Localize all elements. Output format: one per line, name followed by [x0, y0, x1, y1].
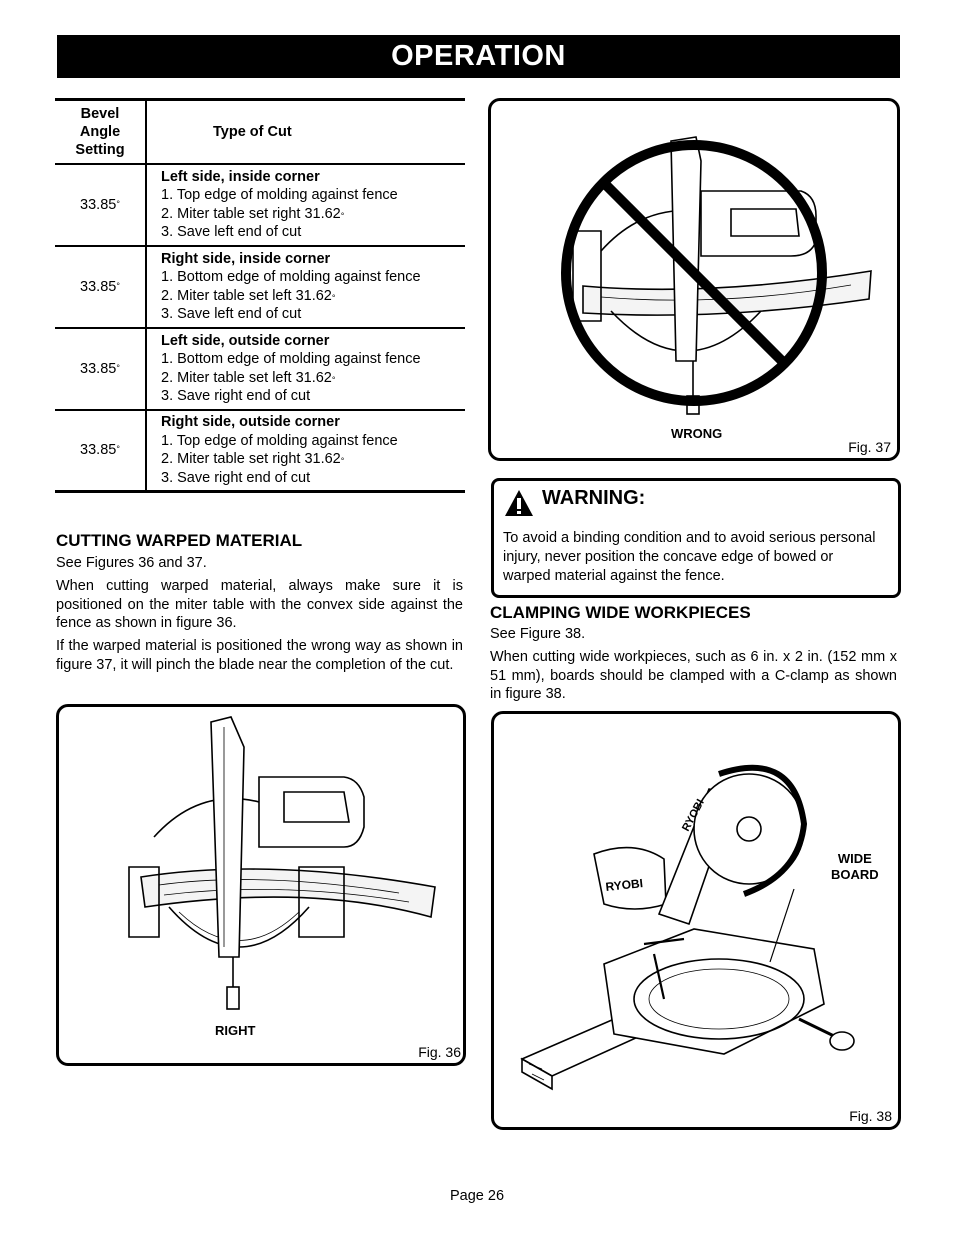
header-type-of-cut: Type of Cut — [213, 123, 292, 140]
warped-heading: CUTTING WARPED MATERIAL — [56, 531, 303, 550]
cut-step-text: 2. Miter table set left 31.62 — [161, 287, 332, 304]
cut-step: 2. Miter table set right 31.62° — [161, 450, 465, 469]
cut-step: 3. Save right end of cut — [161, 388, 311, 404]
warped-paragraph-1: When cutting warped material, always mak… — [56, 578, 463, 631]
bevel-value: 33.85° — [55, 163, 147, 246]
cut-description: Right side, outside corner 1. Top edge o… — [146, 410, 465, 492]
clamping-see: See Figure 38. — [490, 626, 586, 642]
warning-box: WARNING: To avoid a binding condition an… — [491, 478, 901, 598]
degree-sign: ° — [116, 198, 120, 209]
figure-37-label: Fig. 37 — [848, 439, 891, 455]
miter-saw-clamp-illustration: RYOBI RYOBI — [520, 764, 855, 1091]
clamping-paragraph: When cutting wide workpieces, such as 6 … — [490, 649, 897, 702]
cut-step: 1. Top edge of molding against fence — [161, 187, 398, 203]
degree-sign: ° — [340, 456, 345, 467]
cut-step: 2. Miter table set left 31.62° — [161, 287, 465, 306]
degree-sign: ° — [331, 292, 336, 303]
header-bevel-angle: Bevel Angle Setting — [55, 99, 147, 164]
figure-37-frame: WRONG Fig. 37 — [488, 98, 900, 461]
figure-37-caption: WRONG — [671, 426, 723, 441]
cut-step-text: 2. Miter table set right 31.62 — [161, 205, 341, 222]
cut-step: 1. Top edge of molding against fence — [161, 432, 398, 449]
wide-board-callout: WIDE BOARD — [831, 851, 879, 883]
miter-saw-wrong-illustration — [561, 136, 872, 415]
degree-sign: ° — [340, 210, 345, 221]
cut-title: Right side, outside corner — [161, 414, 340, 431]
cut-title: Right side, inside corner — [161, 250, 331, 267]
bevel-value: 33.85° — [55, 245, 147, 328]
cut-description: Left side, inside corner 1. Top edge of … — [146, 164, 465, 246]
bevel-number: 33.85 — [80, 442, 117, 459]
cut-step: 3. Save left end of cut — [161, 224, 302, 240]
cut-step-text: 2. Miter table set right 31.62 — [161, 451, 341, 468]
table-row: 33.85° Right side, inside corner 1. Bott… — [55, 245, 465, 328]
degree-sign: ° — [116, 444, 120, 455]
miter-saw-right-illustration — [128, 716, 436, 1010]
cut-step: 1. Bottom edge of molding against fence — [161, 269, 421, 285]
figure-38-frame: RYOBI RYOBI WIDE BOARD Fig. 38 — [491, 711, 901, 1130]
cut-step: 1. Bottom edge of molding against fence — [161, 351, 421, 367]
bevel-value: 33.85° — [55, 409, 147, 492]
clamping-heading: CLAMPING WIDE WORKPIECES — [490, 603, 751, 622]
cut-title: Left side, inside corner — [161, 168, 320, 185]
cut-description: Right side, inside corner 1. Bottom edge… — [146, 246, 465, 328]
figure-36-frame: RIGHT Fig. 36 — [56, 704, 466, 1066]
page-banner: OPERATION — [57, 35, 900, 78]
table-row: 33.85° Right side, outside corner 1. Top… — [55, 409, 465, 492]
header-line: Bevel — [80, 105, 120, 122]
cut-description: Left side, outside corner 1. Bottom edge… — [146, 328, 465, 410]
figure-36-label: Fig. 36 — [418, 1044, 461, 1060]
table-row: 33.85° Left side, outside corner 1. Bott… — [55, 327, 465, 410]
cut-step: 3. Save left end of cut — [161, 306, 302, 322]
degree-sign: ° — [331, 374, 336, 385]
callout-line: BOARD — [831, 867, 879, 882]
warning-text: To avoid a binding condition and to avoi… — [503, 530, 876, 584]
warped-see: See Figures 36 and 37. — [56, 555, 207, 571]
bevel-number: 33.85 — [80, 278, 117, 295]
cut-step: 3. Save right end of cut — [161, 469, 311, 486]
header-line: Angle — [79, 123, 121, 140]
cut-step-text: 2. Miter table set left 31.62 — [161, 369, 332, 386]
cut-step: 2. Miter table set right 31.62° — [161, 205, 465, 224]
figure-38-label: Fig. 38 — [849, 1108, 892, 1124]
page-number: Page 26 — [449, 1188, 505, 1204]
compound-cut-table: Bevel Angle Setting Type of Cut 33.85° L… — [55, 98, 465, 493]
bevel-number: 33.85 — [80, 360, 117, 377]
degree-sign: ° — [116, 362, 120, 373]
warning-triangle-icon — [505, 490, 533, 516]
warped-paragraph-2: If the warped material is positioned the… — [56, 638, 463, 673]
warning-heading: WARNING: — [542, 487, 646, 509]
ryobi-logo-bag: RYOBI — [605, 876, 644, 894]
prohibition-circle — [561, 140, 827, 406]
degree-sign: ° — [116, 280, 120, 291]
callout-line: WIDE — [837, 851, 872, 866]
cut-step: 2. Miter table set left 31.62° — [161, 369, 465, 388]
bevel-value: 33.85° — [55, 327, 147, 410]
cut-title: Left side, outside corner — [161, 332, 330, 349]
table-row: 33.85° Left side, inside corner 1. Top e… — [55, 163, 465, 246]
header-line: Setting — [75, 141, 125, 158]
bevel-number: 33.85 — [80, 196, 117, 213]
figure-36-caption: RIGHT — [215, 1023, 256, 1038]
table-header-row: Bevel Angle Setting Type of Cut — [55, 99, 465, 164]
